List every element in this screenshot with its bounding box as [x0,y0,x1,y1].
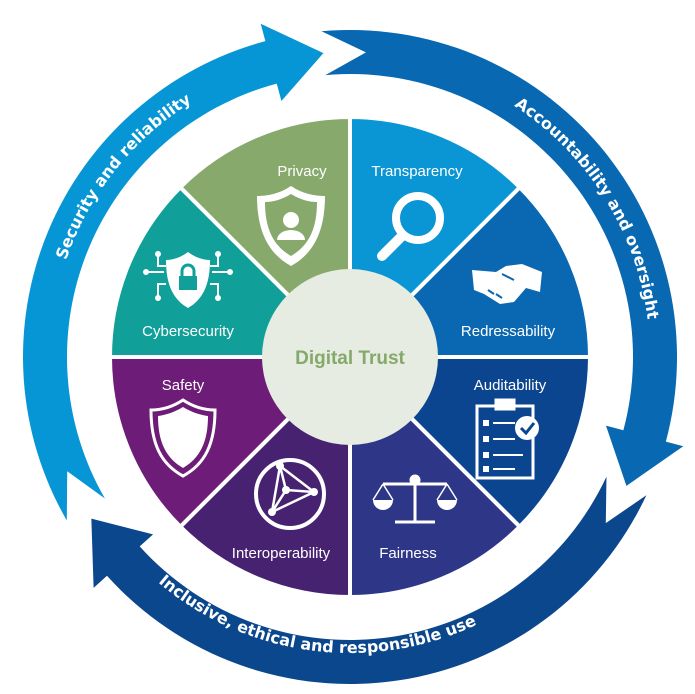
outer-ring [22,23,684,685]
segment-label: Transparency [371,163,463,180]
segment-icons [143,186,542,530]
segment-label: Safety [162,377,205,394]
ring-arrow-accountability [321,29,684,486]
shield-person-icon [257,186,325,266]
shield-lock-circuit-icon [143,251,233,308]
segment-label: Fairness [379,545,437,562]
ring-arrow-inclusive [91,476,647,685]
segment-label: Auditability [474,377,547,394]
segment-label: Interoperability [232,545,331,562]
segment-label: Redressability [461,323,556,340]
center-hub: Digital Trust [262,269,438,445]
segment-label: Privacy [277,163,327,180]
handshake-icon [472,264,542,304]
segment-label: Cybersecurity [142,323,234,340]
scales-icon [372,474,458,524]
magnifier-icon [377,192,444,261]
shield-icon [149,398,217,478]
clipboard-check-icon [475,398,539,480]
ring-arrow-security [22,23,324,521]
network-globe-icon [254,458,326,530]
center-label: Digital Trust [295,348,405,369]
center-circle [262,269,438,445]
